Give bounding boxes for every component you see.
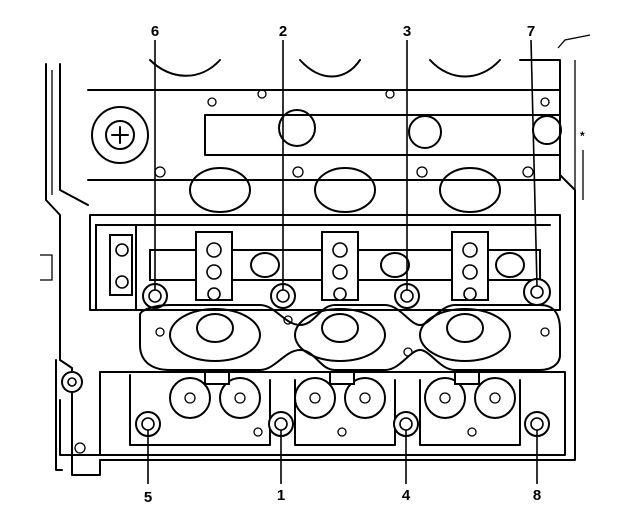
cylinder-head-upper xyxy=(87,59,562,213)
svg-text:*: * xyxy=(580,129,585,143)
callout-leader-lines xyxy=(147,39,538,484)
bolt-label-6: 6 xyxy=(151,23,159,40)
bolt-label-2: 2 xyxy=(279,23,287,40)
bolt-label-1: 1 xyxy=(277,487,285,504)
bolt-sequence-labels: 6 2 3 7 5 1 4 8 xyxy=(144,23,541,506)
lower-bolts xyxy=(135,411,550,437)
camshaft-housing xyxy=(89,214,561,311)
upper-bolts xyxy=(142,278,551,309)
bolt-label-4: 4 xyxy=(402,487,411,504)
bolt-label-7: 7 xyxy=(527,23,535,40)
bolt-label-8: 8 xyxy=(533,487,541,504)
bolt-label-5: 5 xyxy=(144,489,152,506)
valve-spring-section xyxy=(139,304,561,371)
cylinder-head-lower xyxy=(61,371,566,456)
bolt-label-3: 3 xyxy=(403,23,411,40)
